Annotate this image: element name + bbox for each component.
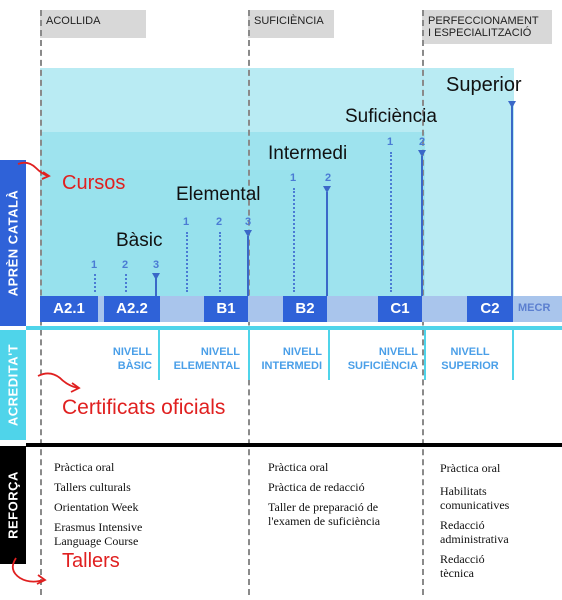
nivell-separator — [328, 330, 330, 380]
sublevel-dots — [94, 274, 96, 292]
side-label-text: ACREDITA'T — [5, 343, 21, 427]
sublevel-number: 1 — [91, 259, 98, 271]
phase-perfeccionament: PERFECCIONAMENT I ESPECIALITZACIÓ — [422, 10, 552, 44]
level-elemental: Elemental — [176, 184, 261, 205]
sublevel-dots — [219, 232, 221, 292]
sublevel-tick — [326, 192, 328, 296]
nivell-line: NIVELL — [450, 346, 490, 358]
nivell-line: SUFICIÈNCIA — [347, 360, 418, 372]
curved-arrow-icon — [11, 557, 47, 585]
side-label-apren-catala: APRÈN CATALÀ — [0, 160, 26, 326]
list-item: Pràctica oral — [54, 460, 115, 474]
nivell-line: NIVELL — [282, 346, 322, 358]
section-cursos: Cursos — [62, 172, 126, 194]
section-certificats: Certificats oficials — [62, 396, 226, 419]
level-band-superior — [40, 68, 514, 296]
side-label-reforca: REFORÇA — [0, 446, 26, 564]
nivell-intermedi: NIVELL INTERMEDI — [250, 345, 323, 373]
nivell-superior: NIVELL SUPERIOR — [438, 345, 502, 373]
tallers-list-acollida: Pràctica oral Tallers culturals Orientat… — [54, 460, 224, 554]
sublevel-number: 2 — [419, 136, 426, 148]
phase-suficiencia: SUFICIÈNCIA — [248, 10, 334, 38]
list-item: Pràctica oral — [268, 460, 329, 474]
phase-label: SUFICIÈNCIA — [254, 15, 324, 27]
nivell-separator — [248, 330, 250, 380]
mecr-c2: C2 — [467, 296, 513, 322]
sublevel-dots — [293, 188, 295, 292]
side-label-text: APRÈN CATALÀ — [5, 189, 21, 297]
nivell-line: NIVELL — [200, 346, 240, 358]
sublevel-marker-icon — [508, 101, 516, 108]
mecr-a22: A2.2 — [104, 296, 160, 322]
mecr-c1: C1 — [378, 296, 422, 322]
sublevel-number: 3 — [153, 259, 160, 271]
list-item: Pràctica de redacció — [268, 480, 365, 494]
cyan-divider — [26, 326, 562, 330]
nivell-basic: NIVELL BÀSIC — [96, 345, 152, 373]
sublevel-dots — [125, 274, 127, 292]
curved-arrow-icon — [17, 161, 51, 180]
phase-label: PERFECCIONAMENT I ESPECIALITZACIÓ — [428, 15, 539, 39]
list-item: Orientation Week — [54, 500, 139, 514]
sublevel-marker-icon — [323, 186, 331, 193]
sublevel-number: 2 — [122, 259, 129, 271]
level-suficiencia: Suficiència — [345, 106, 437, 127]
sublevel-marker-icon — [244, 230, 252, 237]
mecr-label: MECR — [518, 302, 551, 314]
tallers-list-perfeccionament: Pràctica oral Habilitats comunicatives R… — [440, 461, 555, 586]
nivell-suficiencia: NIVELL SUFICIÈNCIA — [332, 345, 418, 373]
nivell-line: NIVELL — [112, 346, 152, 358]
phase-acollida: ACOLLIDA — [40, 10, 146, 38]
mecr-b1: B1 — [204, 296, 248, 322]
list-item: Pràctica oral — [440, 461, 501, 475]
tallers-list-suficiencia: Pràctica oral Pràctica de redacció Talle… — [268, 460, 418, 534]
sublevel-tick — [155, 278, 157, 296]
level-intermedi: Intermedi — [268, 143, 348, 164]
sublevel-number: 2 — [216, 216, 223, 228]
nivell-line: NIVELL — [378, 346, 418, 358]
curved-arrow-icon — [37, 372, 81, 393]
list-item: Redacció administrativa — [440, 518, 509, 546]
nivell-line: SUPERIOR — [441, 360, 499, 372]
sublevel-number: 1 — [183, 216, 190, 228]
nivell-separator — [512, 330, 514, 380]
sublevel-tick — [247, 236, 249, 296]
mecr-b2: B2 — [283, 296, 327, 322]
sublevel-number: 1 — [290, 172, 297, 184]
nivell-line: ELEMENTAL — [173, 360, 240, 372]
sublevel-tick — [511, 106, 513, 296]
sublevel-tick — [421, 156, 423, 296]
nivell-separator — [158, 330, 160, 380]
mecr-a21: A2.1 — [40, 296, 98, 322]
nivell-elemental: NIVELL ELEMENTAL — [162, 345, 240, 373]
sublevel-marker-icon — [418, 150, 426, 157]
sublevel-marker-icon — [152, 273, 160, 280]
nivell-separator — [424, 330, 426, 380]
sublevel-number: 1 — [387, 136, 394, 148]
sublevel-number: 2 — [325, 172, 332, 184]
list-item: Erasmus Intensive Language Course — [54, 520, 143, 548]
sublevel-dots — [390, 152, 392, 292]
level-basic: Bàsic — [116, 230, 163, 251]
sublevel-number: 3 — [245, 216, 252, 228]
nivell-line: BÀSIC — [117, 360, 152, 372]
phase-label: ACOLLIDA — [46, 15, 101, 27]
list-item: Redacció tècnica — [440, 552, 485, 580]
black-divider — [26, 443, 562, 447]
sublevel-dots — [186, 232, 188, 292]
section-tallers: Tallers — [62, 550, 120, 572]
level-superior: Superior — [446, 74, 522, 96]
list-item: Taller de preparació de l'examen de sufi… — [268, 500, 381, 528]
list-item: Tallers culturals — [54, 480, 131, 494]
side-label-text: REFORÇA — [5, 471, 21, 539]
list-item: Habilitats comunicatives — [440, 484, 510, 512]
side-label-acredita: ACREDITA'T — [0, 330, 26, 440]
nivell-line: INTERMEDI — [261, 360, 323, 372]
